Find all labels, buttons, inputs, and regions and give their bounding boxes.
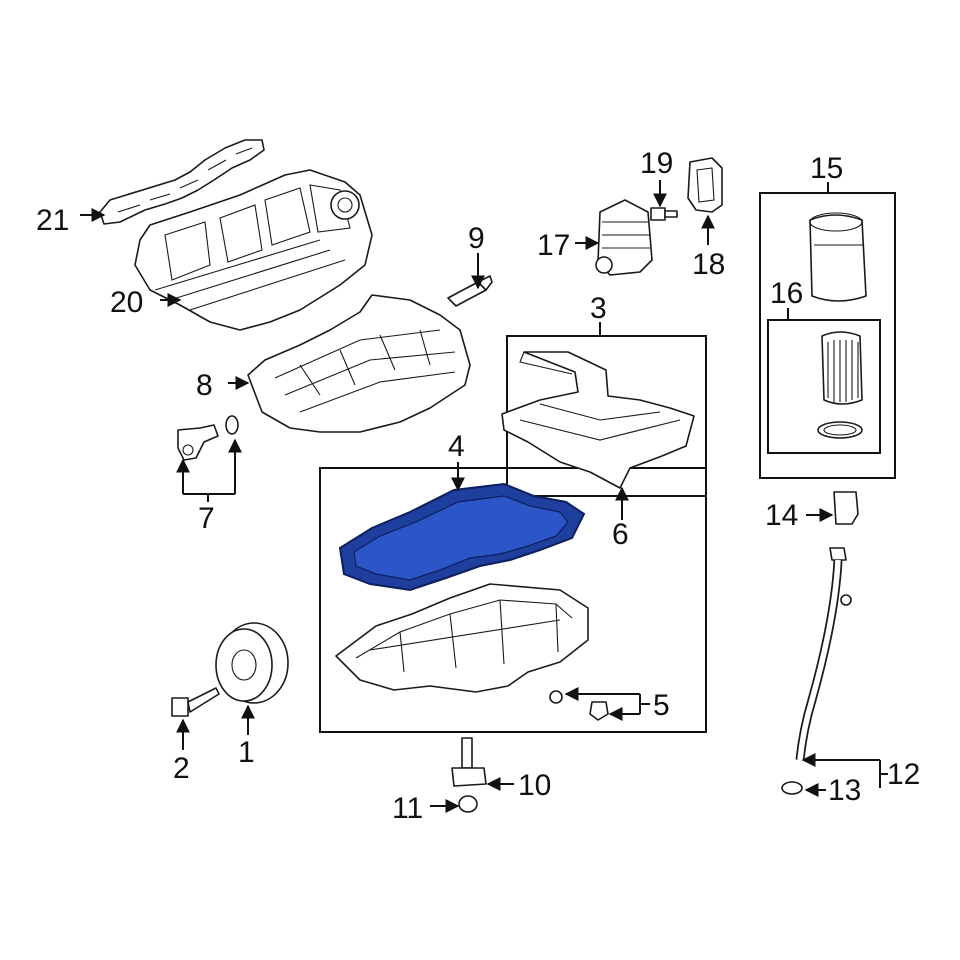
callout-4: 4 bbox=[448, 430, 465, 463]
oil-filter[interactable] bbox=[809, 212, 867, 302]
callout-12: 12 bbox=[887, 758, 920, 791]
sensor-seal[interactable] bbox=[458, 795, 478, 813]
dipstick-o-ring[interactable] bbox=[781, 781, 803, 795]
callout-20: 20 bbox=[110, 286, 143, 319]
callout-1: 1 bbox=[238, 736, 255, 769]
oil-pan-gasket-group-box bbox=[319, 467, 707, 733]
callout-10: 10 bbox=[518, 769, 551, 802]
engine-valley-cover[interactable] bbox=[247, 294, 471, 433]
callout-14: 14 bbox=[765, 499, 798, 532]
callout-17: 17 bbox=[537, 229, 570, 262]
sensor-assembly[interactable] bbox=[177, 415, 239, 461]
callout-11: 11 bbox=[392, 792, 423, 825]
callout-9: 9 bbox=[468, 222, 485, 255]
cooler-bolt[interactable] bbox=[650, 207, 678, 221]
callout-15: 15 bbox=[810, 152, 843, 185]
upper-oil-pan[interactable] bbox=[501, 351, 695, 489]
sealant-tube[interactable] bbox=[447, 275, 493, 307]
callout-8: 8 bbox=[196, 369, 213, 402]
dipstick-tube-sensor[interactable] bbox=[833, 491, 859, 525]
oil-cooler[interactable] bbox=[595, 199, 653, 276]
crankshaft-pulley[interactable] bbox=[215, 622, 289, 704]
callout-7: 7 bbox=[198, 502, 215, 535]
filter-element-group-box bbox=[767, 319, 881, 454]
intake-manifold-gasket[interactable] bbox=[99, 139, 265, 225]
callout-5: 5 bbox=[653, 689, 670, 722]
callout-21: 21 bbox=[36, 204, 69, 237]
lower-oil-pan[interactable] bbox=[335, 583, 589, 693]
callout-19: 19 bbox=[640, 147, 673, 180]
oil-level-sensor[interactable] bbox=[451, 737, 487, 787]
dipstick-tube[interactable] bbox=[795, 547, 852, 761]
callout-3: 3 bbox=[590, 292, 607, 325]
cooler-gasket[interactable] bbox=[687, 157, 723, 213]
callout-13: 13 bbox=[828, 774, 861, 807]
callout-6: 6 bbox=[612, 518, 629, 551]
drain-plug[interactable] bbox=[549, 690, 609, 721]
callout-2: 2 bbox=[173, 752, 190, 785]
callout-18: 18 bbox=[692, 248, 725, 281]
pulley-bolt[interactable] bbox=[171, 687, 220, 717]
filter-element[interactable] bbox=[817, 331, 863, 439]
oil-pan-gasket[interactable] bbox=[338, 482, 586, 592]
callout-16: 16 bbox=[770, 277, 803, 310]
